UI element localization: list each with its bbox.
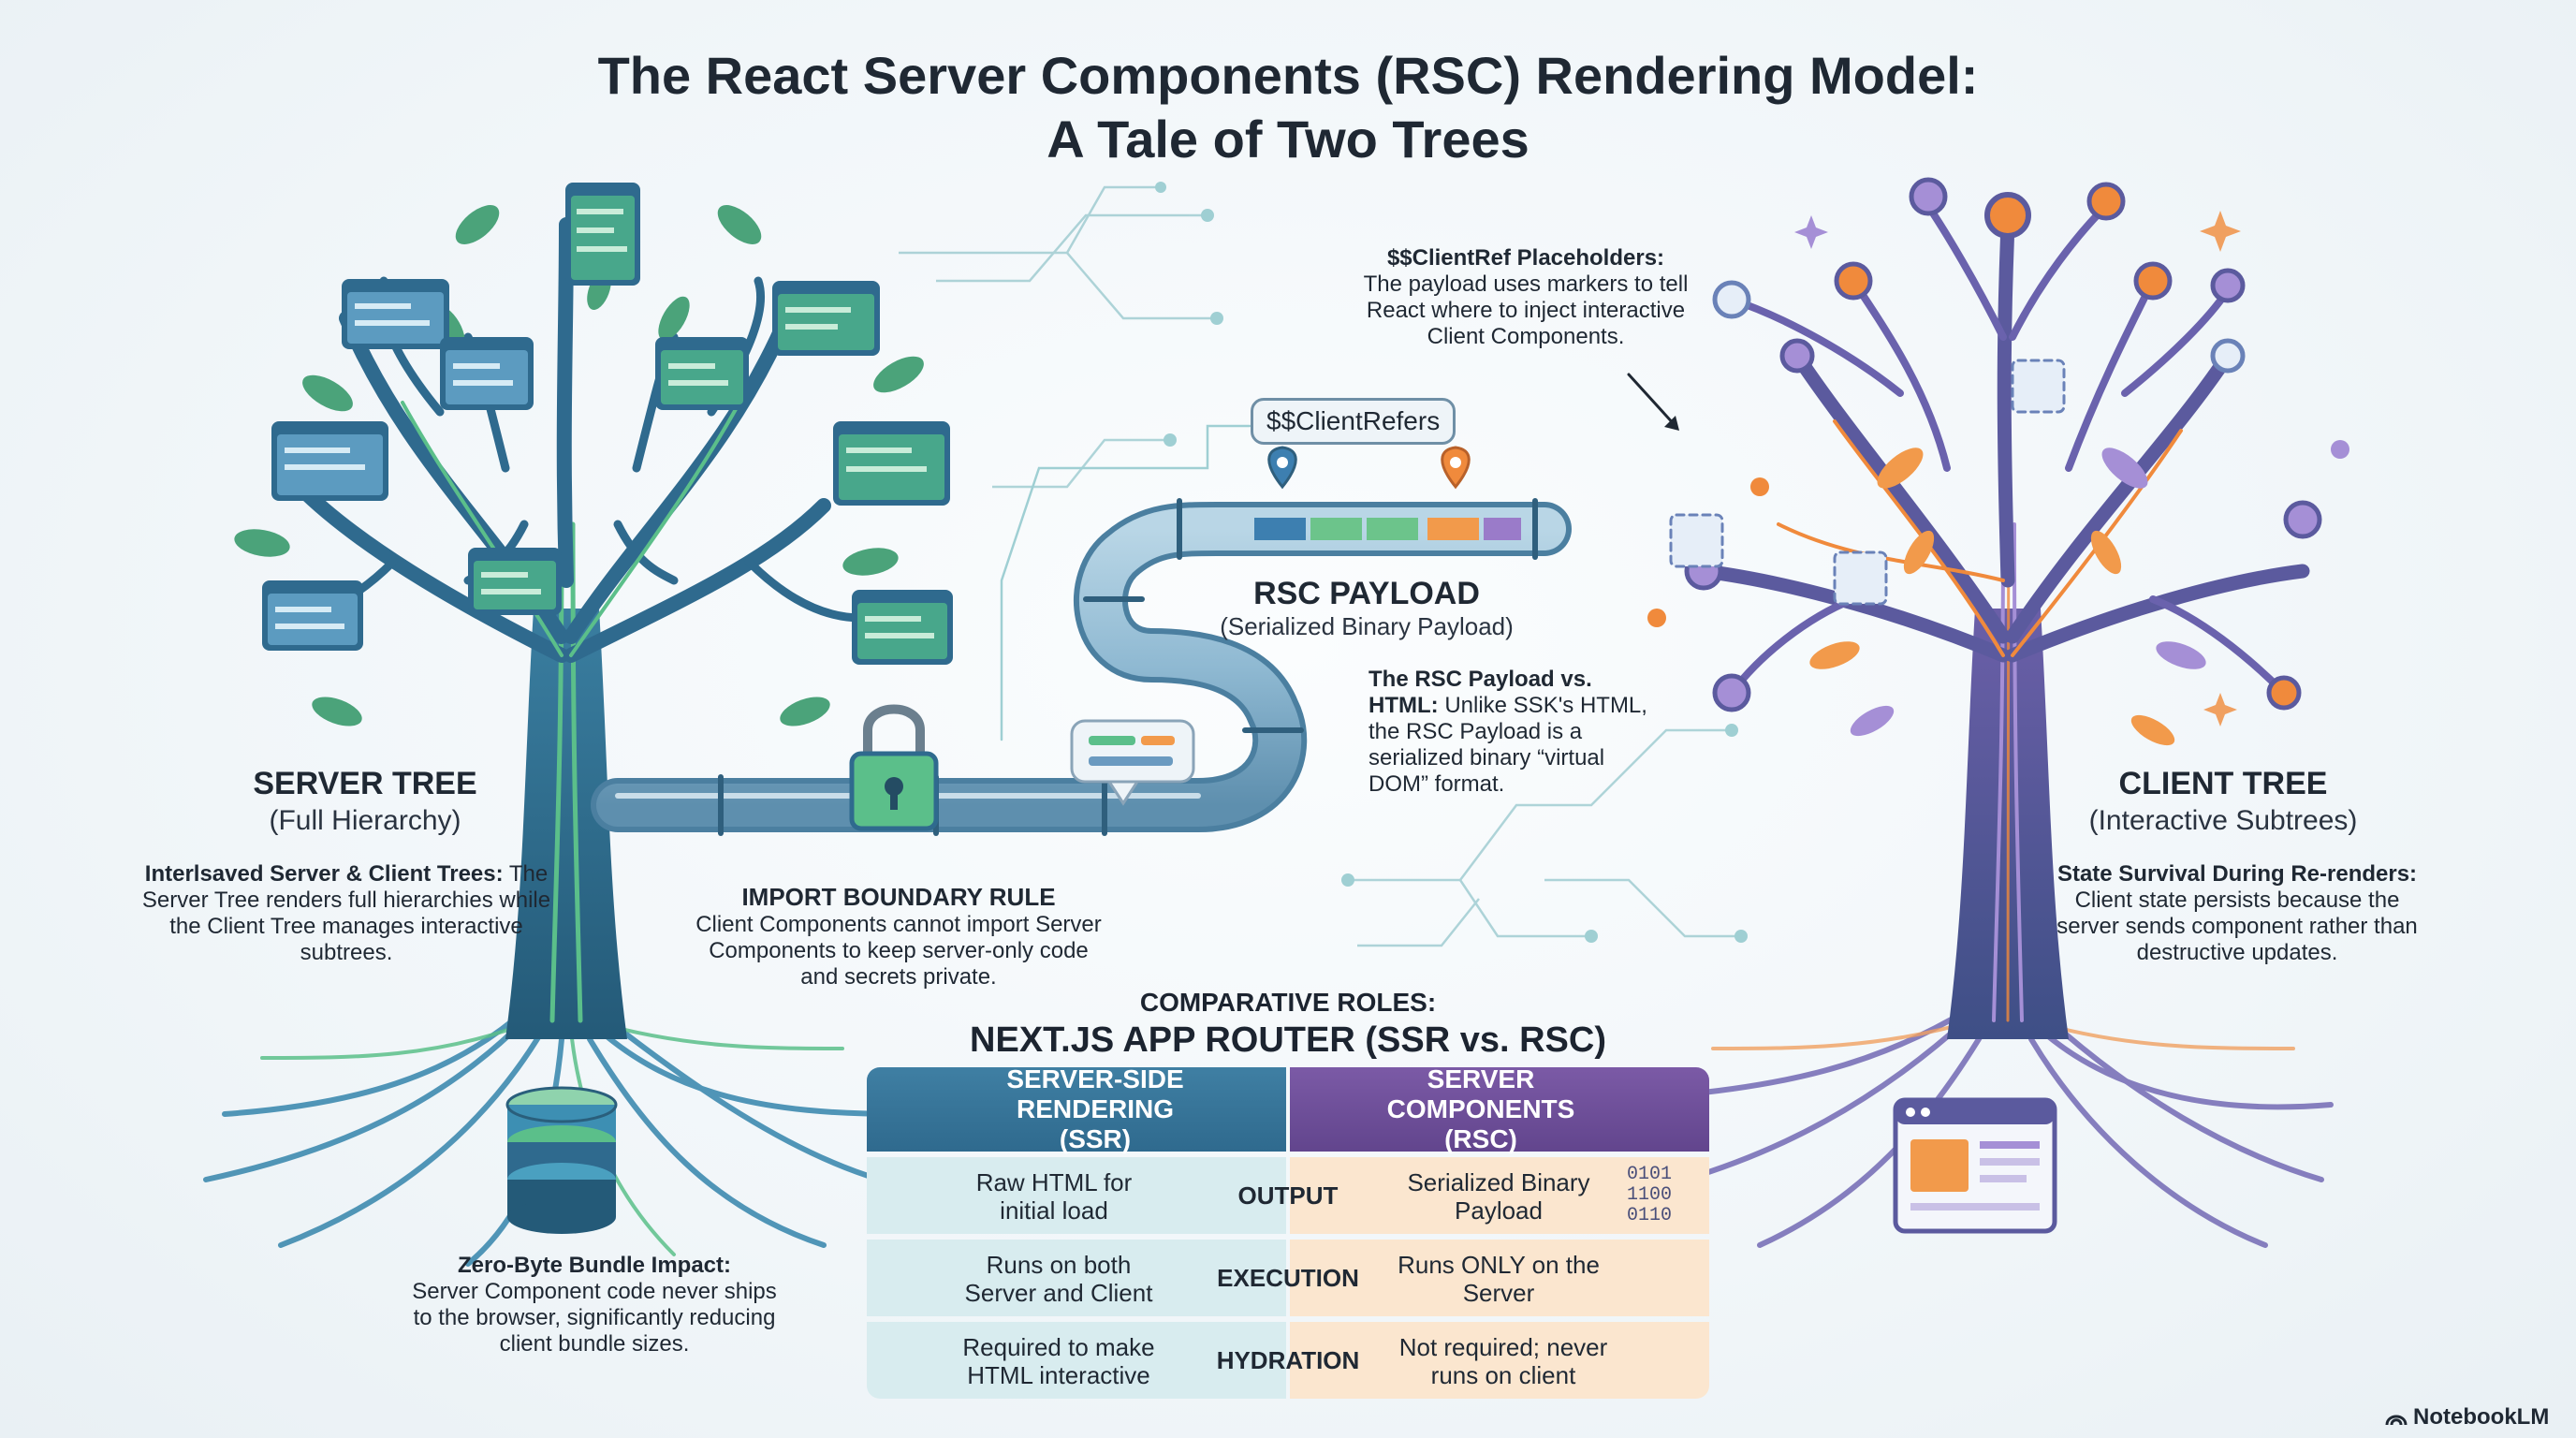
ssr-execution-text: Runs on both Server and Client xyxy=(964,1251,1153,1307)
table-row-execution: Runs on both Server and Client EXECUTION… xyxy=(867,1240,1709,1316)
interleaved-trees-body: The Server Tree renders full hierarchies… xyxy=(141,861,551,965)
row-label-execution: EXECUTION xyxy=(1217,1264,1359,1292)
binary-line-2: 1100 xyxy=(1627,1184,1673,1206)
client-tree xyxy=(1647,177,2349,1248)
rsc-execution-text: Runs ONLY on the Server xyxy=(1398,1251,1600,1307)
payload-vs-html-note: The RSC Payload vs. HTML: Unlike SSK's H… xyxy=(1368,667,1649,798)
notebooklm-brand: NotebookLM xyxy=(2413,1404,2550,1430)
rsc-column-label: SERVER COMPONENTS (RSC) xyxy=(1386,1064,1575,1153)
comparative-roles-kicker: COMPARATIVE ROLES: xyxy=(1139,988,1437,1017)
comparison-table: SERVER-SIDE RENDERING (SSR) SERVER COMPO… xyxy=(867,1064,1709,1404)
placeholder-pin-icon xyxy=(1267,446,1471,490)
payload-pipe xyxy=(591,373,1679,836)
binary-icon: 0101 1100 0110 xyxy=(1627,1165,1672,1226)
row-label-output: OUTPUT xyxy=(1237,1181,1339,1210)
ssr-output-text: Raw HTML for initial load xyxy=(975,1168,1133,1225)
server-tree xyxy=(203,183,953,1267)
message-bubble-icon xyxy=(1070,719,1195,806)
binary-line-1: 0101 xyxy=(1627,1164,1673,1185)
rsc-hydration-cell xyxy=(1290,1322,1709,1399)
code-windows xyxy=(262,183,953,665)
network-lines xyxy=(899,185,1741,947)
interleaved-trees-note: Interlsaved Server & Client Trees: The S… xyxy=(140,861,552,966)
page-title-line-2: A Tale of Two Trees xyxy=(1046,110,1530,169)
client-refers-chip: $$ClientRefers xyxy=(1251,398,1456,445)
import-boundary-body: Client Components cannot import Server C… xyxy=(695,912,1102,990)
rsc-hydration-text: Not required; never runs on client xyxy=(1398,1333,1608,1389)
rsc-execution-cell xyxy=(1290,1240,1709,1316)
table-row-output: Raw HTML for initial load OUTPUT Seriali… xyxy=(867,1157,1709,1234)
state-survival-note: State Survival During Re-renders: Client… xyxy=(2041,861,2434,966)
interleaved-trees-title: Interlsaved Server & Client Trees: xyxy=(144,861,504,887)
rsc-output-text: Serialized Binary Payload xyxy=(1407,1168,1590,1225)
comparison-title: NEXT.JS APP ROUTER (SSR vs. RSC) xyxy=(970,1020,1606,1060)
server-tree-subheader: (Full Hierarchy) xyxy=(269,805,461,836)
payload-vs-html-body: Unlike SSK's HTML, the RSC Payload is a … xyxy=(1368,693,1647,797)
bundle-impact-note: Zero-Byte Bundle Impact: Server Componen… xyxy=(407,1253,782,1357)
rsc-output-cell xyxy=(1290,1157,1709,1234)
ssr-hydration-cell xyxy=(867,1322,1286,1399)
table-row-hydration: Required to make HTML interactive HYDRAT… xyxy=(867,1322,1709,1399)
database-icon xyxy=(505,1086,618,1234)
server-tree-header: SERVER TREE xyxy=(253,766,477,801)
row-label-hydration: HYDRATION xyxy=(1216,1346,1360,1374)
browser-window-icon xyxy=(1893,1097,2057,1234)
client-ref-placeholders-note: $$ClientRef Placeholders: The payload us… xyxy=(1348,245,1704,350)
state-survival-title: State Survival During Re-renders: xyxy=(2056,861,2418,887)
placeholder-boxes xyxy=(1669,359,2066,606)
rsc-payload-title: RSC PAYLOAD xyxy=(1253,576,1480,611)
ssr-column-label: SERVER-SIDE RENDERING (SSR) xyxy=(1006,1064,1184,1153)
state-survival-body: Client state persists because the server… xyxy=(2056,888,2418,965)
ssr-hydration-text: Required to make HTML interactive xyxy=(962,1333,1155,1389)
payload-vs-html-title: The RSC Payload vs. HTML: xyxy=(1368,667,1592,718)
bundle-impact-title: Zero-Byte Bundle Impact: xyxy=(457,1253,732,1278)
client-ref-placeholders-title: $$ClientRef Placeholders: xyxy=(1386,245,1665,271)
lock-icon xyxy=(849,704,939,831)
binary-line-3: 0110 xyxy=(1627,1205,1673,1226)
rsc-column-header: SERVER COMPONENTS (RSC) xyxy=(1290,1064,1709,1153)
ssr-column-header: SERVER-SIDE RENDERING (SSR) xyxy=(867,1064,1286,1153)
notebooklm-logo-icon xyxy=(2385,1415,2408,1426)
import-boundary-note: IMPORT BOUNDARY RULE Client Components c… xyxy=(693,884,1105,990)
ssr-execution-cell xyxy=(867,1240,1286,1316)
client-tree-subheader: (Interactive Subtrees) xyxy=(2088,805,2358,836)
client-tree-header: CLIENT TREE xyxy=(2118,766,2328,801)
client-ref-placeholders-body: The payload uses markers to tell React w… xyxy=(1363,271,1689,349)
bundle-impact-body: Server Component code never ships to the… xyxy=(412,1279,777,1357)
import-boundary-title: IMPORT BOUNDARY RULE xyxy=(741,883,1056,911)
ssr-output-cell xyxy=(867,1157,1286,1234)
page-title-line-1: The React Server Components (RSC) Render… xyxy=(597,46,1979,105)
rsc-payload-subtitle: (Serialized Binary Payload) xyxy=(1220,612,1514,640)
